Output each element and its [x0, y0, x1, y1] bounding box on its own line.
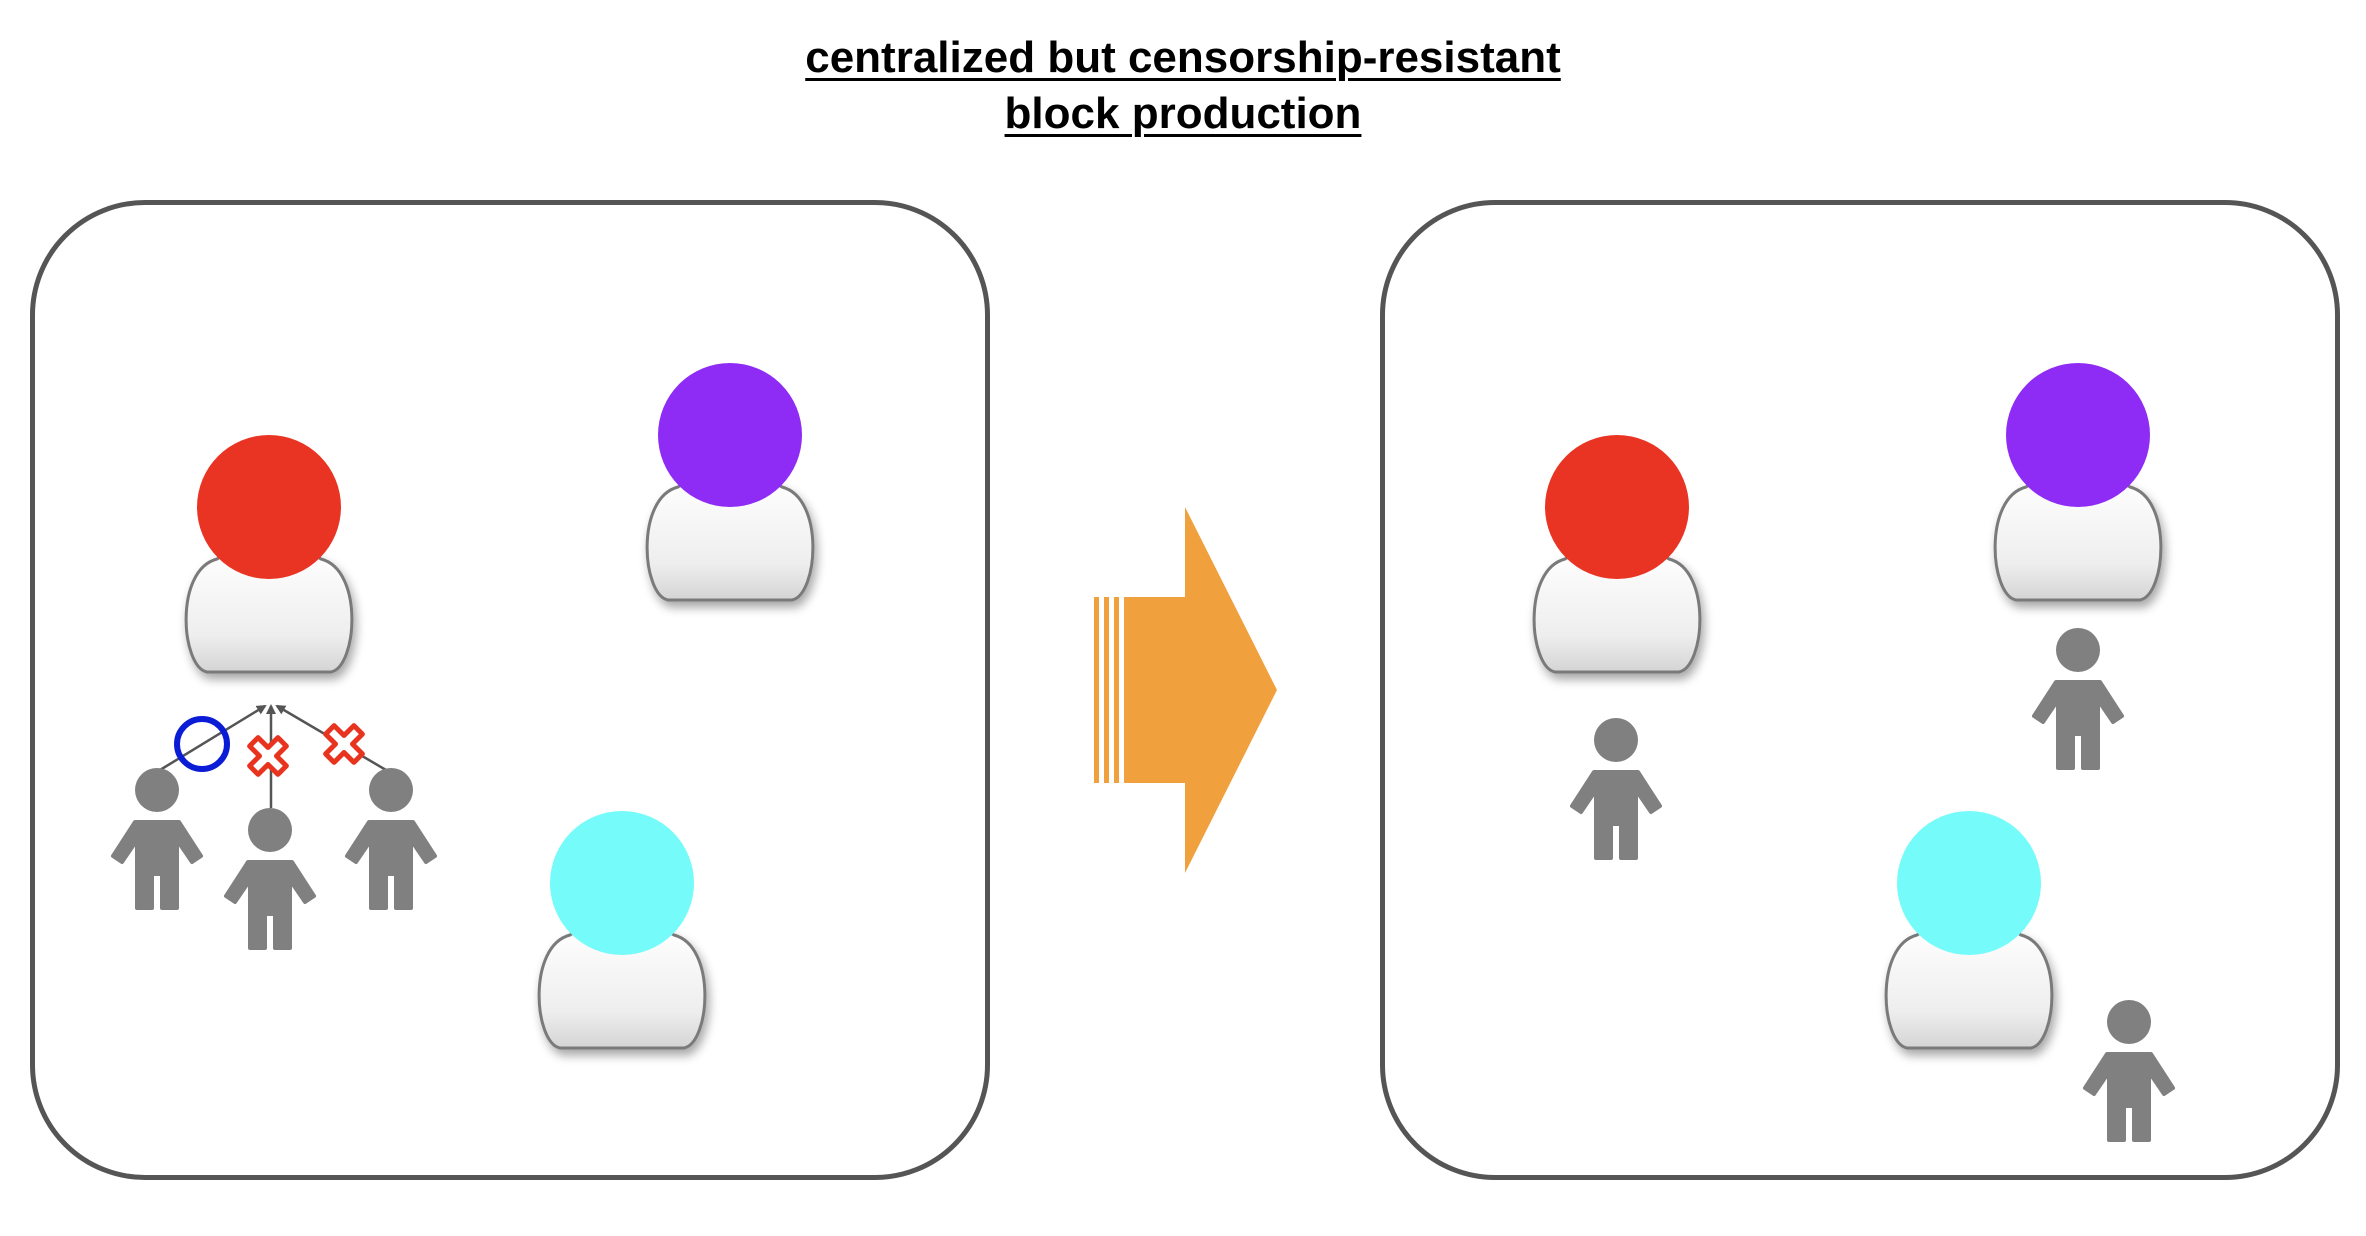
accepted-tx-marker — [174, 716, 230, 772]
producer-head-cyan — [550, 811, 694, 955]
producer-head-red — [197, 435, 341, 579]
user-icon — [345, 768, 437, 910]
user-icon — [2083, 1000, 2175, 1142]
tx-arrow-left — [159, 704, 267, 772]
user-icon — [1570, 718, 1662, 860]
left-panel — [30, 200, 990, 1180]
censored-tx-marker — [323, 723, 365, 765]
producer-purple-right — [1993, 363, 2163, 602]
user-icon — [224, 808, 316, 950]
producer-red-right — [1532, 435, 1702, 674]
user-icon — [111, 768, 203, 910]
user-icon — [2032, 628, 2124, 770]
producer-red-left — [184, 435, 354, 674]
transition-arrow — [1094, 507, 1277, 873]
producer-head-purple — [658, 363, 802, 507]
title-line-2: block production — [1004, 89, 1362, 138]
right-panel — [1380, 200, 2340, 1180]
censored-tx-marker — [247, 735, 289, 777]
producer-head-purple — [2006, 363, 2150, 507]
producer-head-cyan — [1897, 811, 2041, 955]
diagram-title: centralized but censorship-resistant blo… — [0, 30, 2366, 142]
title-line-1: centralized but censorship-resistant — [805, 33, 1561, 82]
producer-cyan-right — [1884, 811, 2054, 1050]
producer-head-red — [1545, 435, 1689, 579]
producer-cyan-left — [537, 811, 707, 1050]
producer-purple-left — [645, 363, 815, 602]
